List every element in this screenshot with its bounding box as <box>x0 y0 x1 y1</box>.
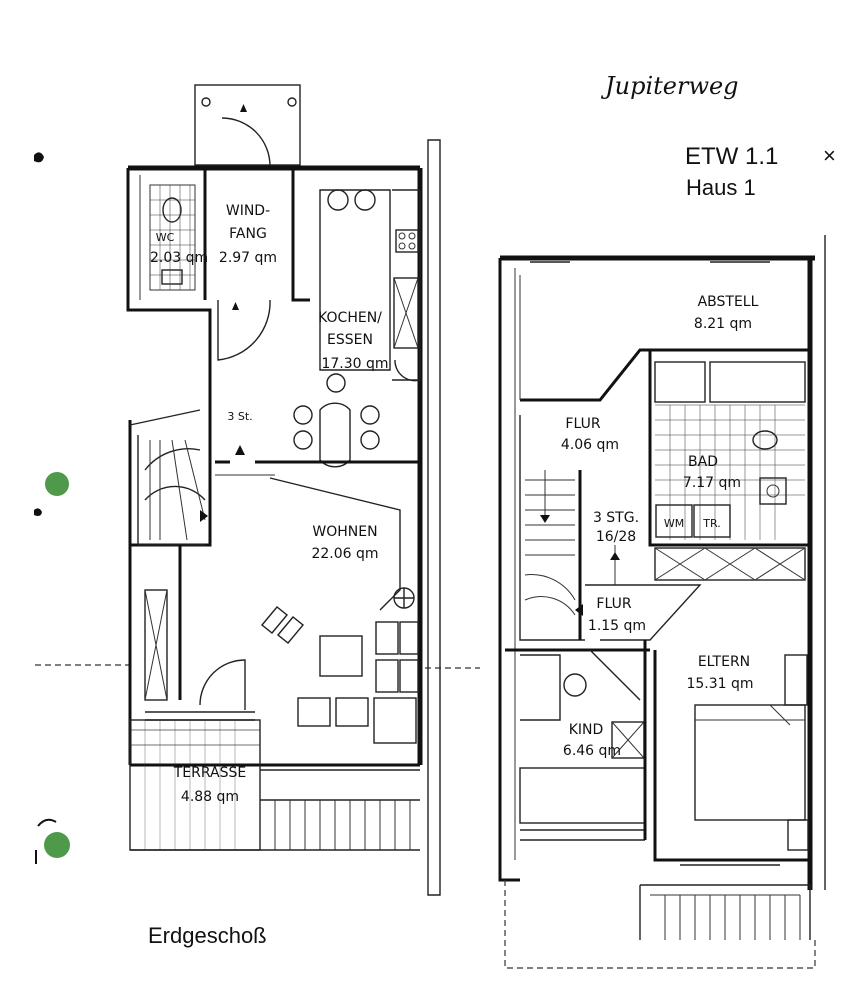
room-label-flur-1: FLUR <box>565 416 600 432</box>
room-label-wc: WC <box>156 231 175 244</box>
punch-hole-marks <box>34 152 480 864</box>
room-area-terrasse: 4.88 qm <box>181 789 239 805</box>
room-area-flur-1: 4.06 qm <box>561 437 619 453</box>
room-label-kind: KIND <box>569 722 604 738</box>
label-tr: TR. <box>702 517 720 530</box>
ground-stair <box>137 435 208 546</box>
room-area-wc: 2.03 qm <box>150 250 208 266</box>
street-name-handwritten: Jupiterweg <box>600 72 739 100</box>
room-area-wohnen: 22.06 qm <box>311 546 378 562</box>
upper-floor-plan: ABSTELL 8.21 qm FLUR 4.06 qm BAD 7.17 qm… <box>498 235 826 969</box>
room-label-bad: BAD <box>688 454 718 470</box>
room-label-wohnen: WOHNEN <box>312 524 377 540</box>
living-furniture <box>261 606 419 744</box>
room-area-bad: 7.17 qm <box>683 475 741 491</box>
room-label-eltern: ELTERN <box>698 654 750 670</box>
room-label-flur-2: FLUR <box>596 596 631 612</box>
plan-header: Jupiterweg ETW 1.1 × Haus 1 <box>600 72 836 200</box>
floor-name-ground: Erdgeschoß <box>148 923 267 948</box>
room-area-flur-2: 1.15 qm <box>588 618 646 634</box>
ground-floor-plan: WC 2.03 qm WIND- FANG 2.97 qm KOCHEN/ ES… <box>126 84 441 948</box>
house-title: Haus 1 <box>686 175 756 200</box>
room-area-kochen: 17.30 qm <box>321 356 388 372</box>
room-area-kind: 6.46 qm <box>563 743 621 759</box>
room-label-abstell: ABSTELL <box>698 294 759 310</box>
room-label-kochen-1: KOCHEN/ <box>318 310 382 326</box>
room-label-windfang-2: FANG <box>229 226 267 242</box>
upper-stair <box>524 470 620 616</box>
room-label-windfang-1: WIND- <box>226 203 270 219</box>
room-area-windfang: 2.97 qm <box>219 250 277 266</box>
unit-mark: × <box>823 143 836 168</box>
room-label-kochen-2: ESSEN <box>327 332 373 348</box>
ground-stair-note: 3 St. <box>227 410 252 423</box>
upper-stair-note-2: 16/28 <box>596 529 636 545</box>
upper-stair-note-1: 3 STG. <box>593 510 639 526</box>
label-wm: WM <box>664 517 684 530</box>
dining-table <box>293 373 380 468</box>
room-label-terrasse: TERRASSE <box>173 765 246 781</box>
wc-fixtures <box>150 184 195 290</box>
room-area-eltern: 15.31 qm <box>686 676 753 692</box>
unit-title: ETW 1.1 <box>685 143 778 170</box>
room-area-abstell: 8.21 qm <box>694 316 752 332</box>
